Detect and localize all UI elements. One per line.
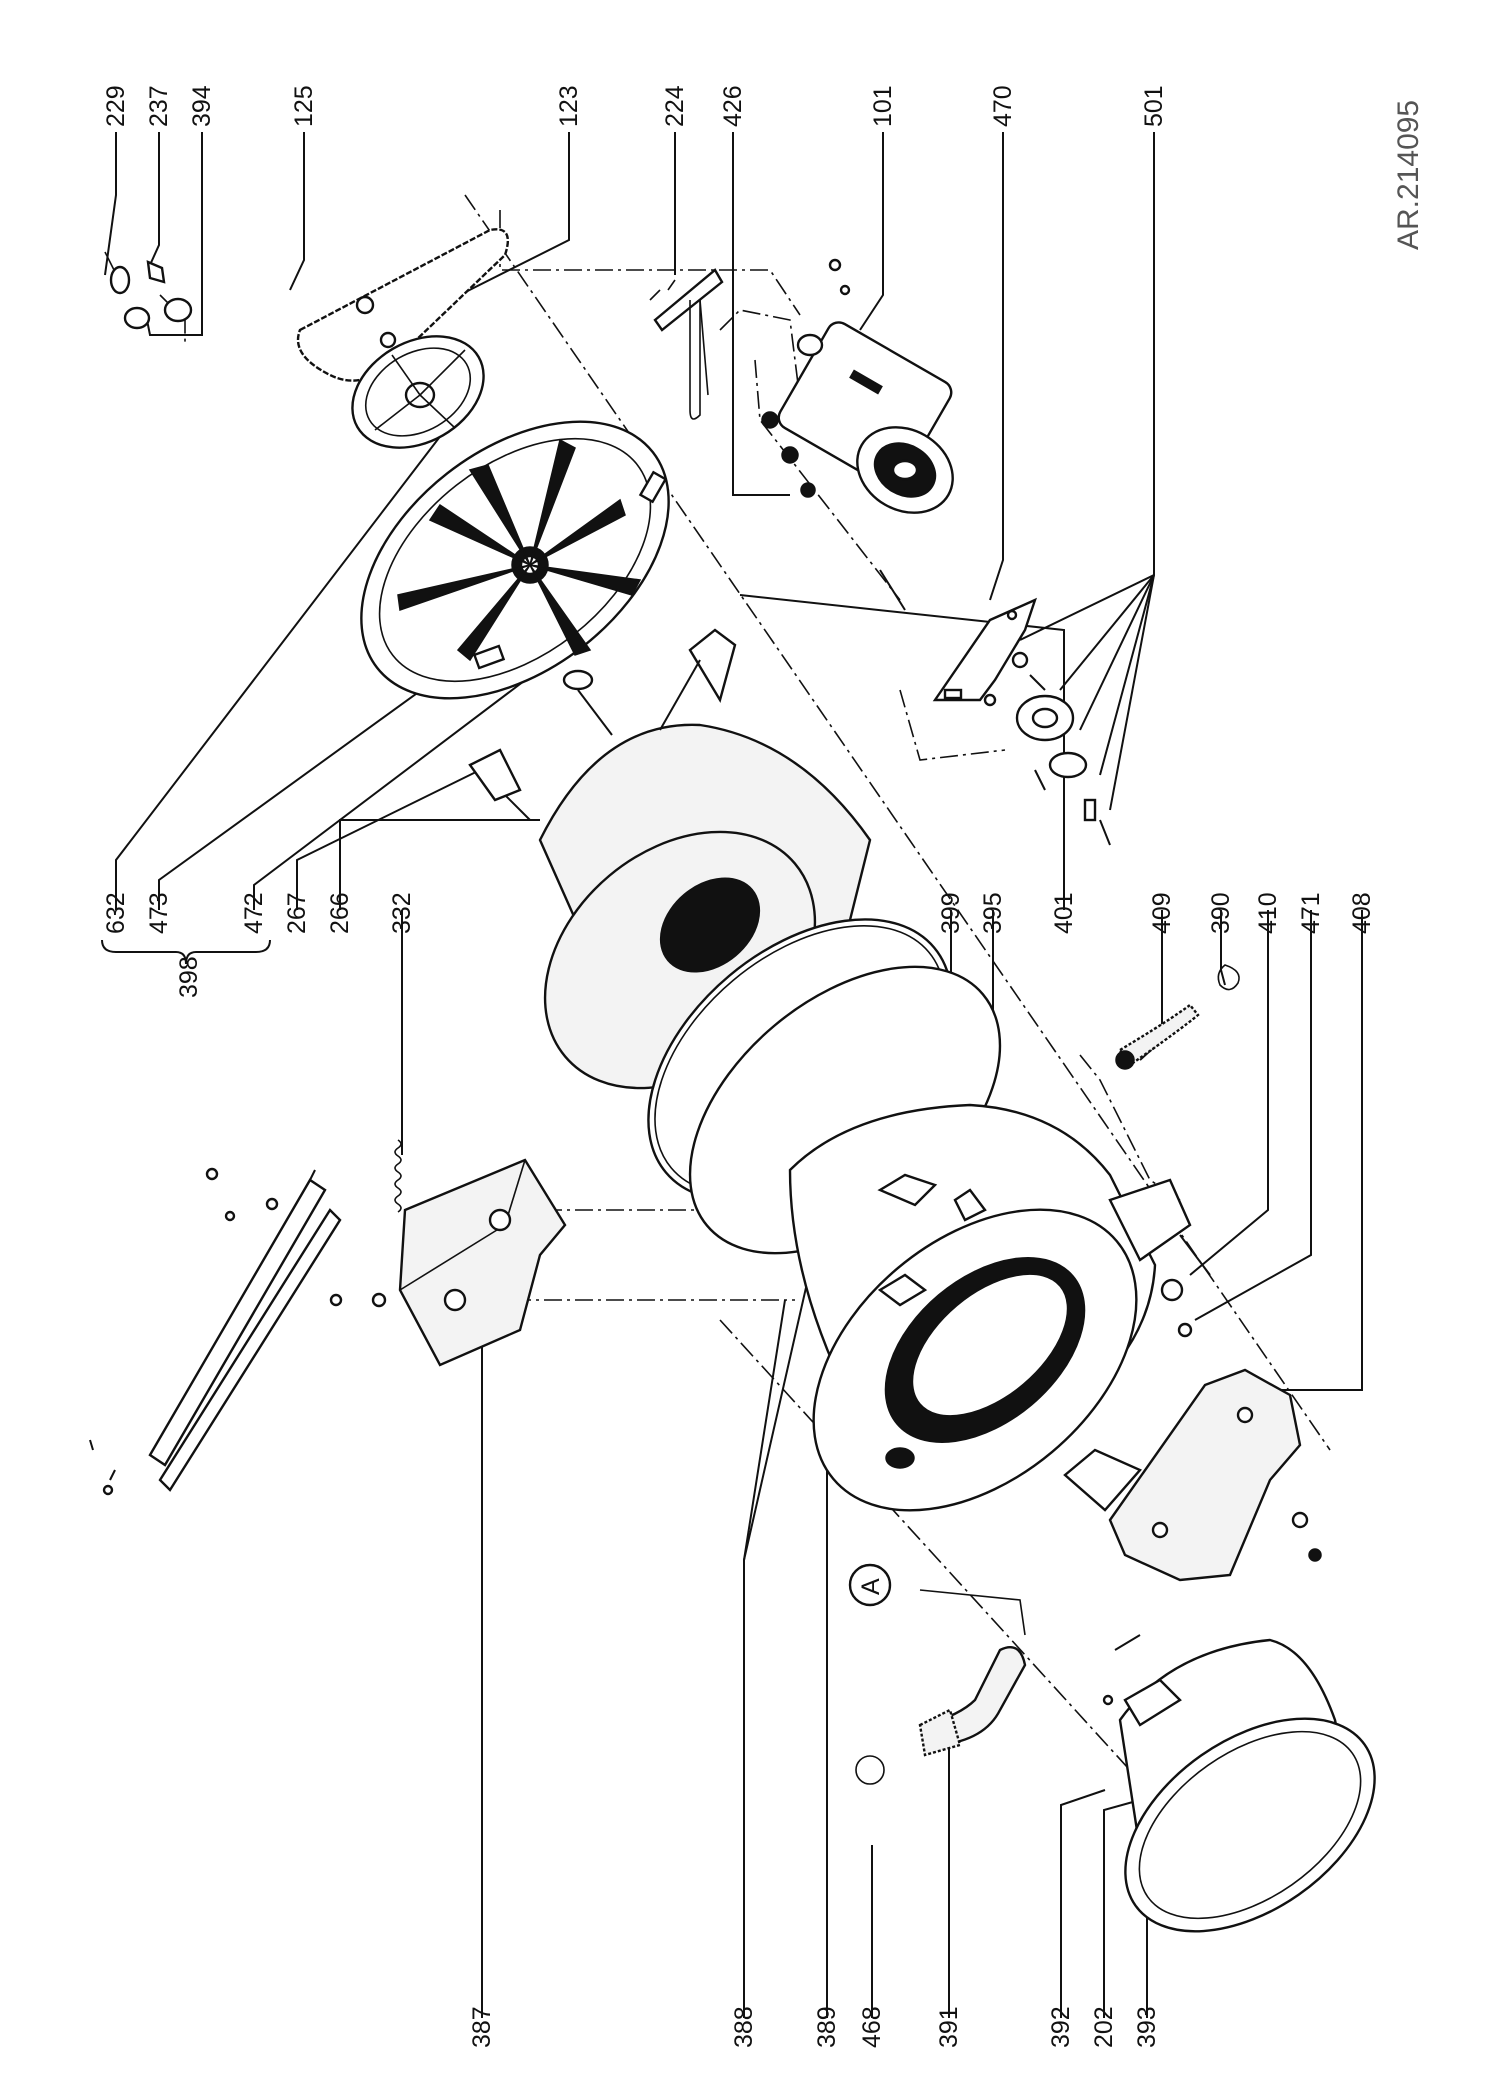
upper-counterweight bbox=[398, 1158, 567, 1367]
heating-element bbox=[649, 268, 724, 420]
label-224: 224 bbox=[661, 85, 689, 127]
label-394: 394 bbox=[188, 85, 216, 127]
drawing-reference: AR.214095 bbox=[1392, 100, 1425, 250]
label-237: 237 bbox=[145, 85, 173, 127]
label-125: 125 bbox=[290, 85, 318, 127]
leaders-middle bbox=[101, 429, 1363, 1391]
suspension-damper-kit bbox=[1011, 651, 1111, 846]
label-398: 398 bbox=[175, 956, 203, 998]
front-counterweight bbox=[1063, 1368, 1322, 1582]
leaders-top bbox=[104, 132, 1155, 811]
pressure-hose-assembly: A bbox=[848, 1563, 1027, 1785]
drive-motor bbox=[761, 258, 954, 611]
callout-marker-a bbox=[848, 1563, 892, 1607]
label-470: 470 bbox=[989, 85, 1017, 127]
label-426: 426 bbox=[719, 85, 747, 127]
rear-tub-panel bbox=[360, 420, 670, 700]
label-101: 101 bbox=[869, 85, 897, 127]
bearing-shaft bbox=[562, 669, 613, 736]
label-123: 123 bbox=[555, 85, 583, 127]
top-mounting-rail bbox=[89, 1167, 387, 1496]
door-boot-gasket bbox=[1102, 1634, 1376, 1933]
label-229: 229 bbox=[102, 85, 130, 127]
marker-a-label: A bbox=[857, 1578, 885, 1595]
drain-hose bbox=[1115, 964, 1240, 1070]
spring-and-caps bbox=[104, 251, 193, 330]
outer-tub bbox=[788, 1103, 1211, 1512]
drum-pulley bbox=[351, 335, 485, 449]
suspension-spring bbox=[394, 1139, 402, 1213]
motor-bracket bbox=[932, 597, 1037, 707]
label-501: 501 bbox=[1140, 85, 1168, 127]
